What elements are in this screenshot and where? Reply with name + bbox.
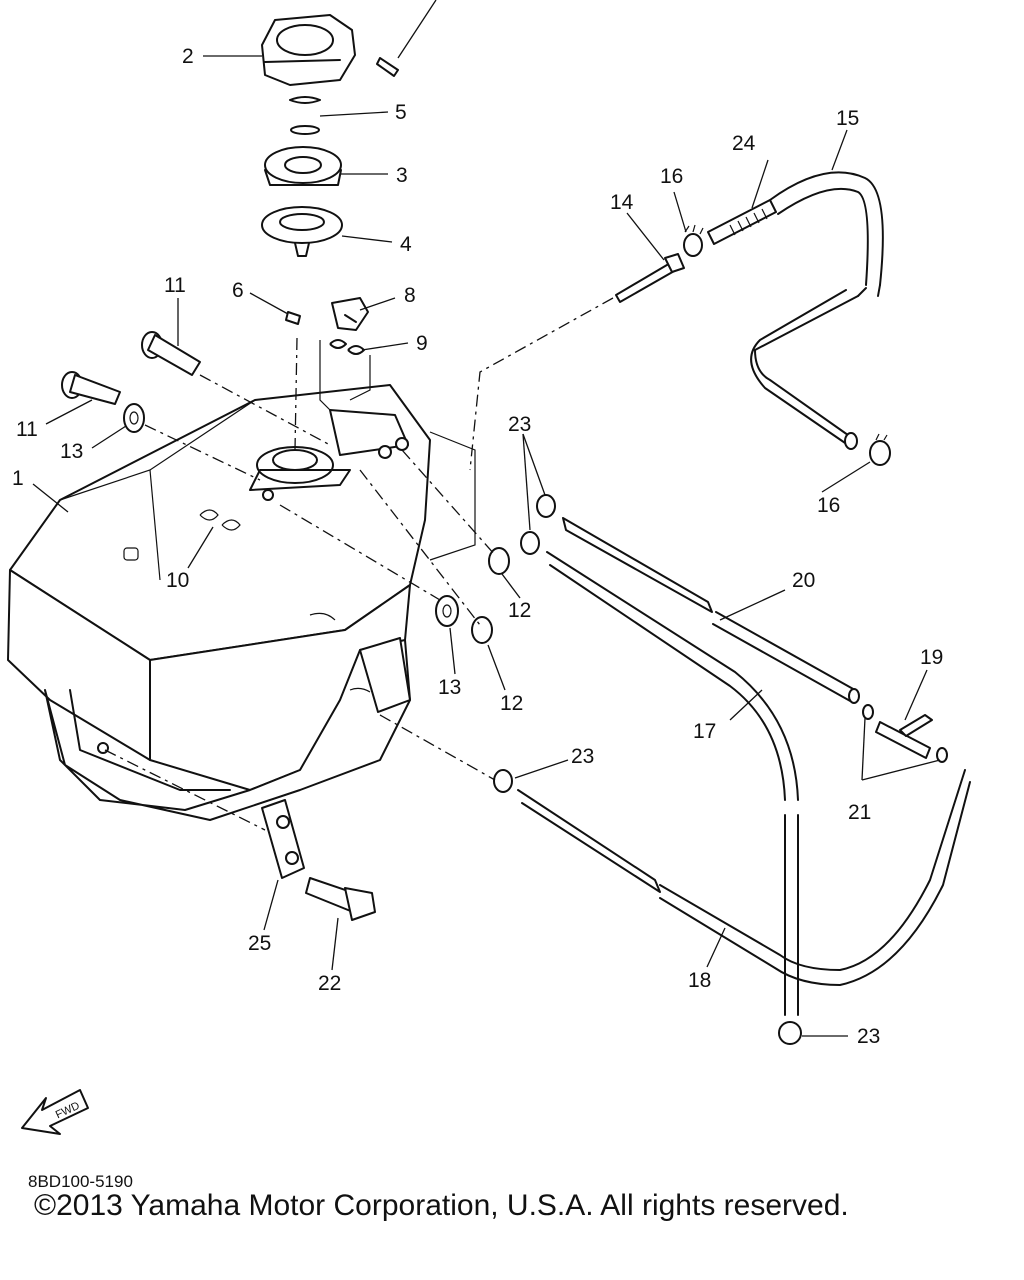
callout-8: 8 — [404, 284, 416, 307]
copyright-notice: ©2013 Yamaha Motor Corporation, U.S.A. A… — [34, 1189, 849, 1222]
leader-lines — [32, 0, 941, 1037]
breather-hose — [429, 171, 891, 561]
callout-9: 9 — [416, 332, 428, 355]
callout-18: 18 — [688, 969, 711, 992]
callout-1: 1 — [12, 467, 24, 490]
diagram-code: 8BD100-5190 — [28, 1172, 133, 1191]
callout-3: 3 — [396, 164, 408, 187]
callout-5: 5 — [395, 101, 407, 124]
callout-23-upper: 23 — [508, 413, 531, 436]
callout-25: 25 — [248, 932, 271, 955]
callout-17: 17 — [693, 720, 716, 743]
callout-23-middle: 23 — [571, 745, 594, 768]
callout-16-lower: 16 — [817, 494, 840, 517]
callout-2: 2 — [182, 45, 194, 68]
filler-cap-assembly — [261, 14, 399, 451]
callout-6: 6 — [232, 279, 244, 302]
callout-21: 21 — [848, 801, 871, 824]
oil-delivery-hoses — [379, 494, 971, 1045]
callout-15: 15 — [836, 107, 859, 130]
callout-20: 20 — [792, 569, 815, 592]
callout-numbers: 1 2 3 4 5 6 8 9 10 11 11 12 12 13 13 14 … — [12, 45, 943, 1048]
callout-22: 22 — [318, 972, 341, 995]
callout-4: 4 — [400, 233, 412, 256]
callout-11-lower: 11 — [16, 418, 38, 441]
callout-14: 14 — [610, 191, 634, 214]
forward-arrow-icon: FWD — [21, 1089, 89, 1135]
callout-13-lower: 13 — [438, 676, 461, 699]
bracket-and-bolt — [104, 749, 376, 921]
callout-12-upper: 12 — [508, 599, 531, 622]
mounting-bolts — [61, 331, 510, 644]
callout-10: 10 — [166, 569, 189, 592]
callout-19: 19 — [920, 646, 943, 669]
callout-16-upper: 16 — [660, 165, 683, 188]
callout-11-upper: 11 — [164, 274, 186, 297]
callout-13-upper: 13 — [60, 440, 83, 463]
callout-23-lower: 23 — [857, 1025, 880, 1048]
callout-12-lower: 12 — [500, 692, 523, 715]
callout-24: 24 — [732, 132, 756, 155]
oil-tank — [7, 384, 431, 821]
